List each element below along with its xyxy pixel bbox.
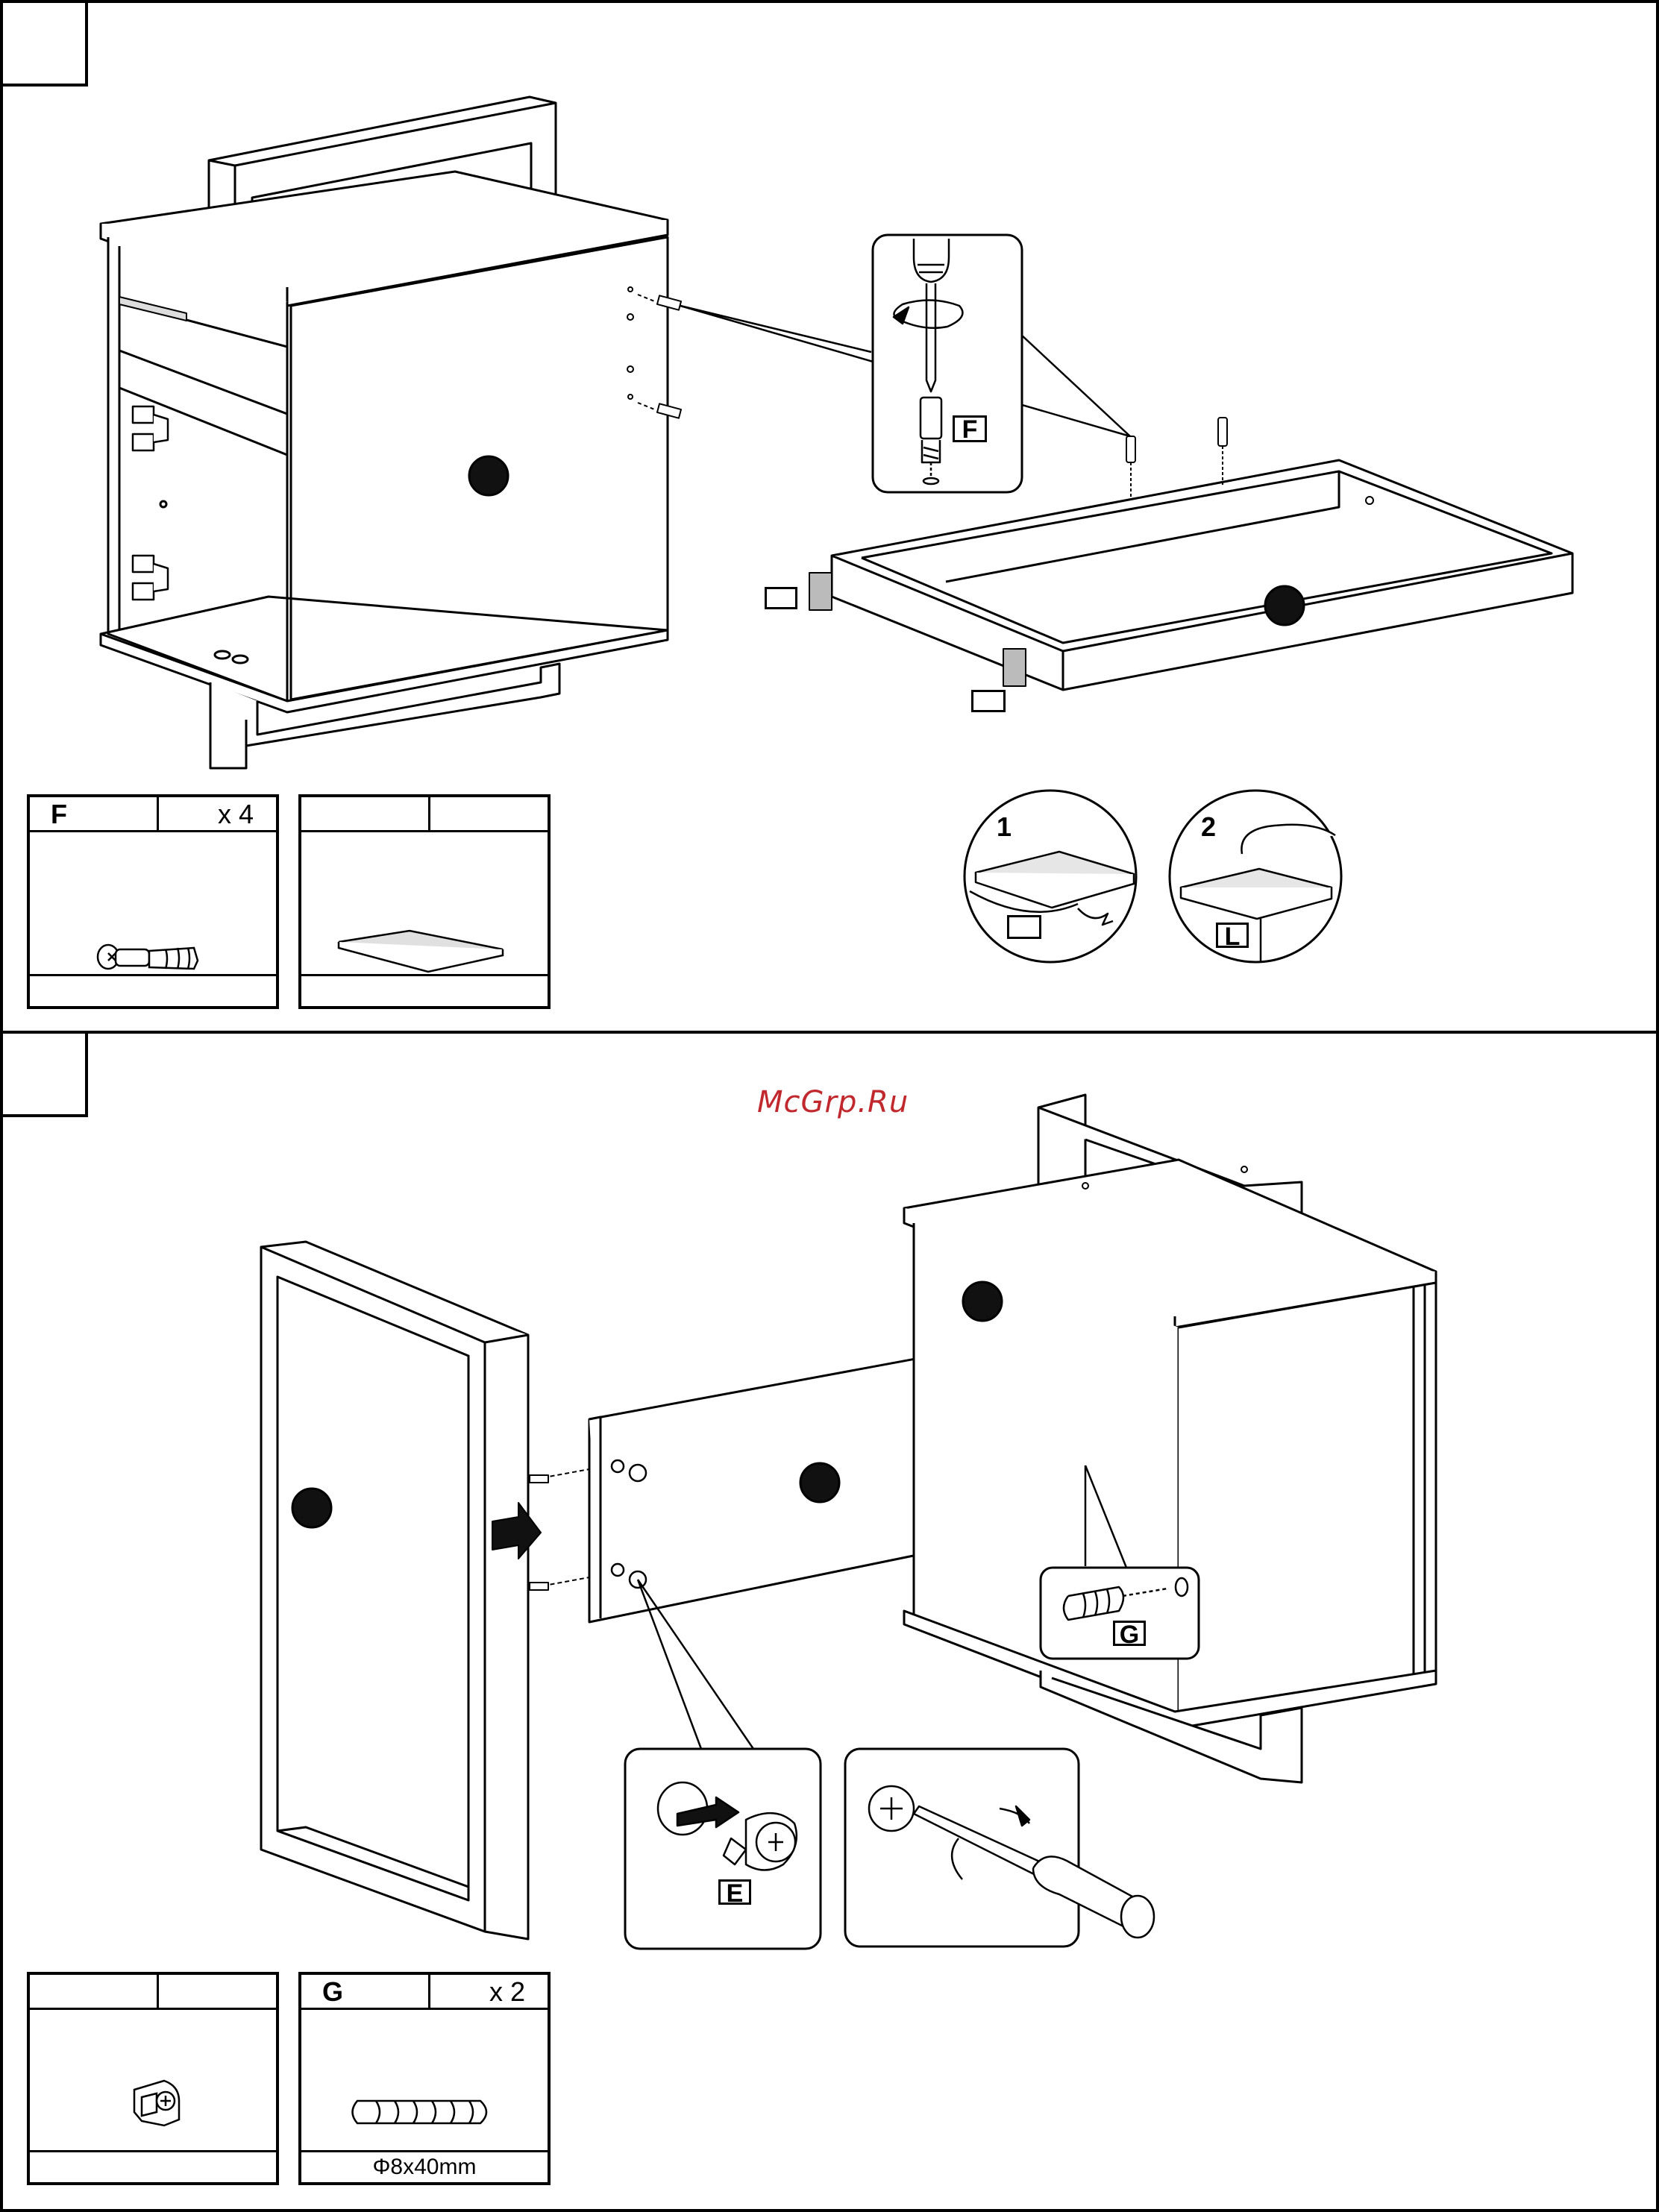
cam-callout-leader: [638, 1580, 753, 1749]
cabinet-step2-knob: [963, 1282, 1002, 1321]
cam-lock-part-icon: [30, 2008, 276, 2157]
dowel-callout-label: G: [1113, 1621, 1146, 1646]
cabinet-step2: [904, 1095, 1436, 1782]
part-card-G: G x 2 Φ8x40mm: [298, 1972, 551, 2185]
cam-callout-label: E: [718, 1879, 751, 1905]
part-card-E: [27, 1972, 279, 2185]
part-footer: Φ8x40mm: [301, 2150, 548, 2182]
side-frame: [261, 1242, 528, 1939]
part-footer: [30, 2150, 276, 2182]
part-letter: G: [322, 1976, 343, 2008]
back-panel-knob: [800, 1463, 839, 1502]
side-frame-knob: [292, 1489, 331, 1527]
screwdriver-callout-box: [845, 1749, 1079, 1947]
part-quantity: x 2: [489, 1976, 525, 2008]
dowel-part-icon: [301, 2008, 548, 2157]
